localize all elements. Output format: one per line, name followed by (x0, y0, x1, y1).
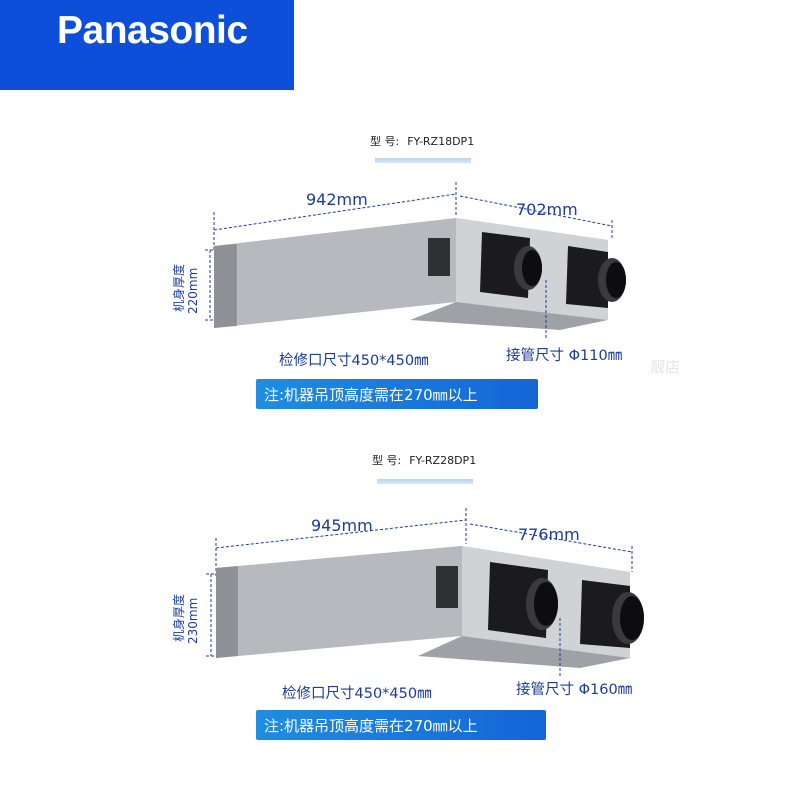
duct-port-icon (566, 246, 626, 308)
model-number: FY-RZ28DP1 (409, 454, 477, 467)
duct-port-icon (580, 580, 644, 648)
logo-text: Panasonic (57, 9, 248, 52)
width-dimension: 776mm (518, 525, 580, 544)
model-prefix: 型 号: (370, 135, 400, 148)
model-label-1: 型 号: FY-RZ18DP1 (370, 133, 474, 149)
thickness-dimension: 230mm (186, 597, 200, 644)
duct-size: 接管尺寸 Φ160㎜ (516, 682, 633, 698)
watermark: 靓店 (650, 358, 681, 376)
thickness-label: 机身厚度 (172, 263, 186, 312)
model-label-2: 型 号: FY-RZ28DP1 (372, 452, 476, 468)
model-number: FY-RZ18DP1 (407, 135, 475, 148)
thickness-label: 机身厚度 (172, 593, 186, 642)
panasonic-logo: Panasonic (0, 0, 294, 90)
length-dimension: 942mm (306, 190, 368, 209)
ceiling-height-note: 注:机器吊顶高度需在270㎜以上 (256, 379, 538, 409)
ceiling-height-note: 注:机器吊顶高度需在270㎜以上 (256, 710, 546, 740)
unit-illustration-2 (206, 508, 644, 676)
unit-illustration-1 (205, 182, 626, 340)
model-underline (375, 158, 471, 163)
model-prefix: 型 号: (372, 454, 402, 467)
model-underline (377, 479, 473, 484)
access-port-size: 检修口尺寸450*450㎜ (279, 353, 429, 369)
note-text: 注:机器吊顶高度需在270㎜以上 (264, 386, 478, 404)
access-port-size: 检修口尺寸450*450㎜ (282, 686, 432, 702)
duct-port-icon (480, 232, 542, 298)
thickness-dimension: 220mm (186, 267, 200, 314)
width-dimension: 702mm (516, 200, 578, 219)
duct-size: 接管尺寸 Φ110㎜ (506, 348, 623, 364)
length-dimension: 945mm (311, 516, 373, 535)
note-text: 注:机器吊顶高度需在270㎜以上 (264, 717, 478, 735)
duct-port-icon (488, 562, 558, 638)
